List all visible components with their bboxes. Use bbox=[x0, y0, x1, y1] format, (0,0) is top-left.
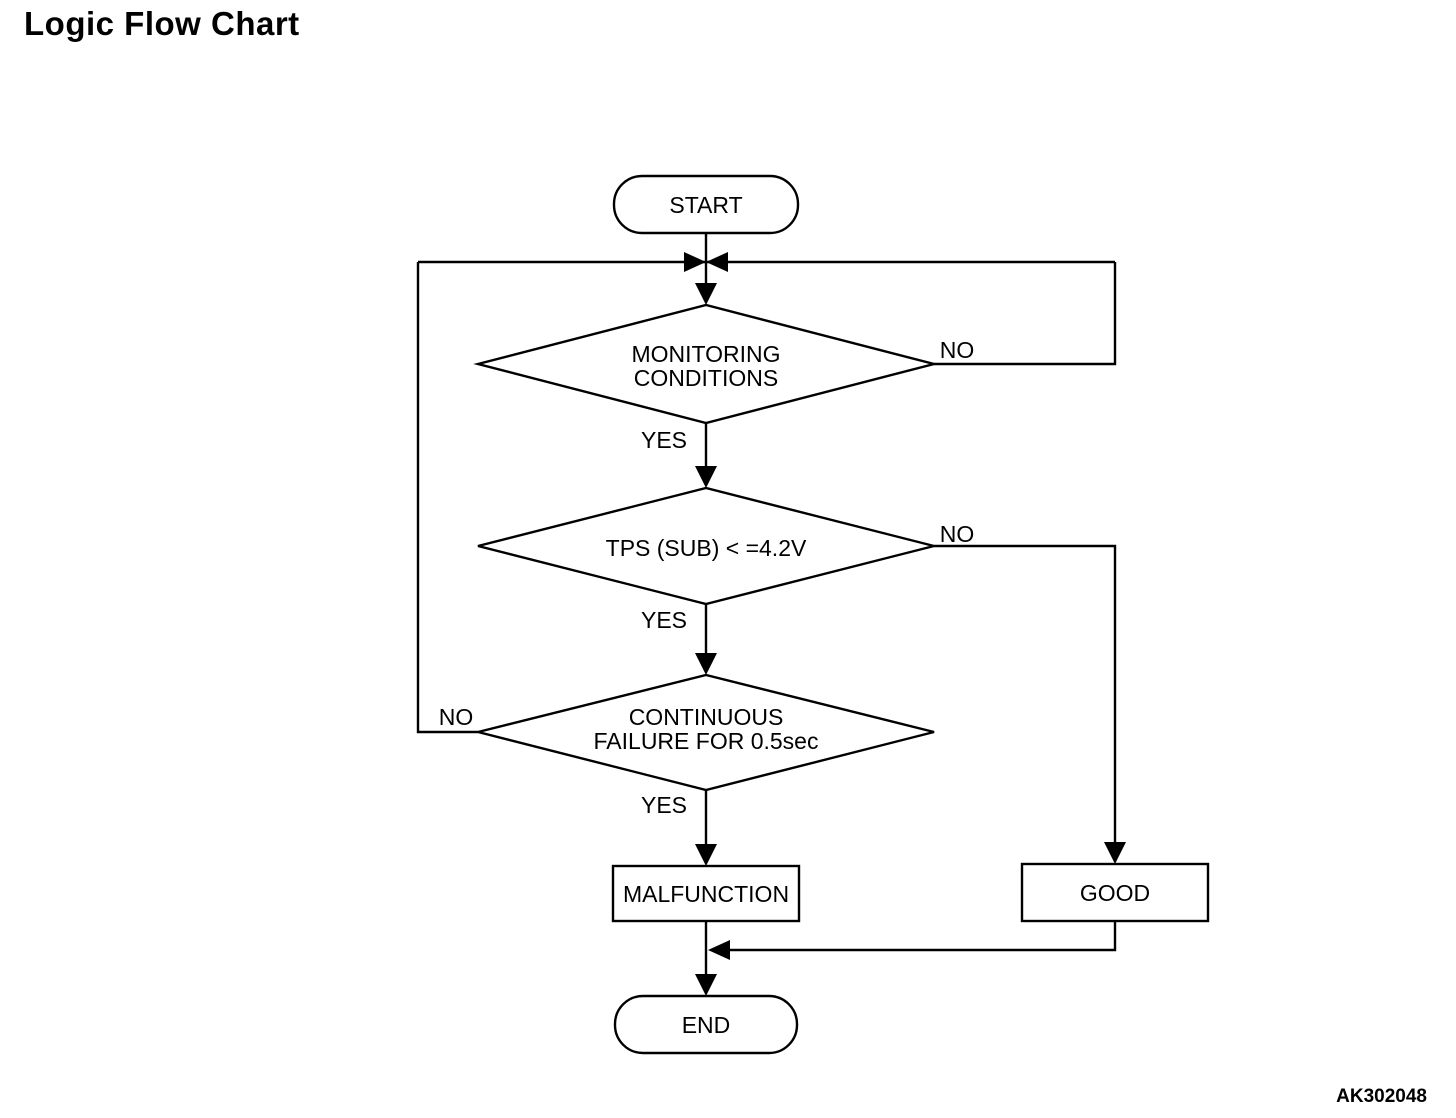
decision2-label-line1: TPS (SUB) < =4.2V bbox=[606, 535, 807, 561]
figure-code: AK302048 bbox=[1336, 1086, 1427, 1107]
decision1-yes-label: YES bbox=[641, 427, 687, 453]
page-title: Logic Flow Chart bbox=[24, 5, 300, 42]
edge-decision1-no-feedback bbox=[934, 262, 1117, 366]
decision3-yes-label: YES bbox=[641, 792, 687, 818]
decision3-no-label: NO bbox=[439, 704, 474, 730]
decision3-label-line1: CONTINUOUS bbox=[629, 704, 784, 730]
junction-left-arrow-icon bbox=[706, 252, 728, 272]
end-node-label: END bbox=[682, 1012, 731, 1038]
malfunction-node-label: MALFUNCTION bbox=[623, 881, 789, 907]
start-node bbox=[612, 174, 800, 235]
decision1-label-line2: CONDITIONS bbox=[634, 365, 778, 391]
edge-decision2-no-to-good bbox=[934, 544, 1117, 847]
edge-good-to-merge bbox=[726, 921, 1117, 952]
decision2-no-label: NO bbox=[940, 521, 975, 547]
decision-continuous-failure bbox=[477, 673, 935, 792]
arrow-into-decision1-icon bbox=[695, 283, 717, 305]
end-node bbox=[613, 994, 799, 1055]
malfunction-node bbox=[611, 864, 801, 923]
arrow-into-decision3-icon bbox=[695, 653, 717, 675]
decision-tps-sub-threshold bbox=[477, 486, 935, 606]
start-node-label: START bbox=[669, 192, 742, 218]
decision1-label-line1: MONITORING bbox=[631, 341, 780, 367]
arrow-into-good-icon bbox=[1104, 842, 1126, 864]
good-node-label: GOOD bbox=[1080, 880, 1150, 906]
arrow-into-end-icon bbox=[695, 974, 717, 996]
merge-left-arrow-icon bbox=[708, 940, 730, 960]
decision3-label-line2: FAILURE FOR 0.5sec bbox=[594, 728, 819, 754]
arrow-into-decision2-icon bbox=[695, 466, 717, 488]
good-node bbox=[1020, 862, 1210, 923]
junction-right-arrow-icon bbox=[684, 252, 706, 272]
decision2-yes-label: YES bbox=[641, 607, 687, 633]
edge-decision3-no-feedback bbox=[416, 262, 478, 734]
decision1-no-label: NO bbox=[940, 337, 975, 363]
arrow-into-malfunction-icon bbox=[695, 844, 717, 866]
decision-monitoring-conditions bbox=[473, 303, 939, 425]
